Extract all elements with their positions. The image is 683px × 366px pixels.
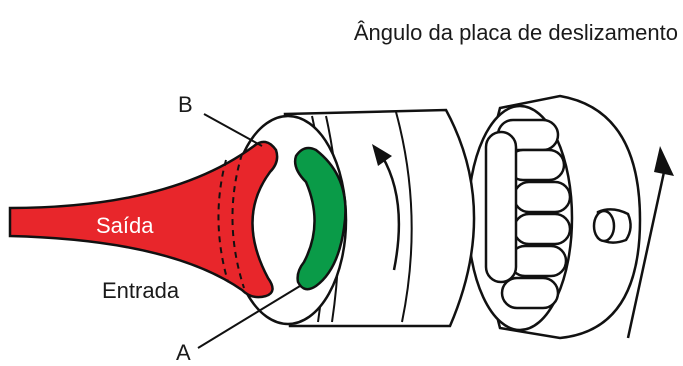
leader-line-b: [204, 114, 262, 146]
label-saida: Saída: [96, 213, 154, 238]
label-a: A: [176, 340, 191, 365]
piston-block: [468, 96, 640, 338]
title-label: Ângulo da placa de deslizamento: [354, 20, 678, 45]
label-b: B: [178, 92, 193, 117]
label-entrada: Entrada: [102, 278, 180, 303]
